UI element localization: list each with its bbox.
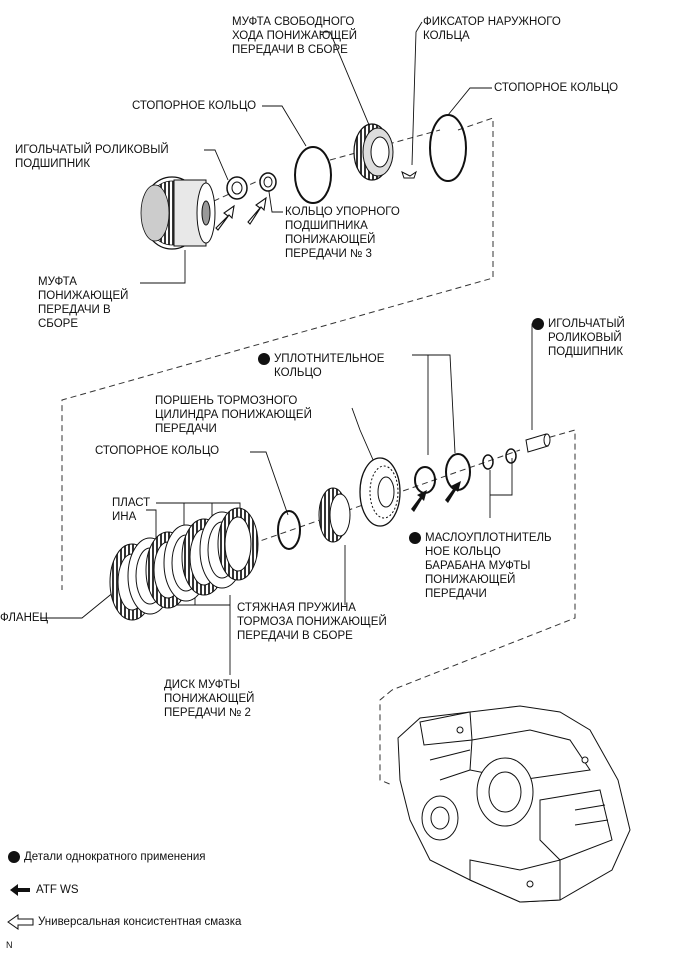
brake-return-spring (318, 487, 351, 543)
outer-race-retainer (401, 170, 417, 179)
brake-piston (359, 457, 401, 527)
label-snap-ring-middle: СТОПОРНОЕ КОЛЬЦО (95, 445, 220, 457)
label-underdrive-clutch: МУФТА ПОНИЖАЮЩЕЙ ПЕРЕДАЧИ В СБОРЕ (38, 276, 129, 330)
legend-single-use: Детали однократного применения (24, 851, 206, 863)
legend-grease-arrow-icon (7, 914, 34, 930)
label-one-way-clutch: МУФТА СВОБОДНОГО ХОДА ПОНИЖАЮЩЕЙ ПЕРЕДАЧ… (232, 16, 358, 56)
atf-arrow-icon (411, 481, 461, 512)
single-use-bullet (532, 318, 544, 330)
corner-mark: N (6, 940, 13, 950)
label-clutch-disc: ДИСК МУФТЫ ПОНИЖАЮЩЕЙ ПЕРЕДАЧИ № 2 (164, 679, 255, 719)
label-flange: ФЛАНЕЦ (0, 612, 49, 624)
legend-bullet-icon (8, 851, 20, 863)
oil-seal-ring-2 (505, 448, 517, 464)
label-thrust-bearing-race: КОЛЬЦО УПОРНОГО ПОДШИПНИКА ПОНИЖАЮЩЕЙ ПЕ… (285, 206, 400, 260)
label-oil-seal-ring: МАСЛОУПЛОТНИТЕЛЬ НОЕ КОЛЬЦО БАРАБАНА МУФ… (425, 532, 552, 600)
thrust-bearing-race (259, 172, 277, 192)
needle-bearing-top (226, 176, 248, 200)
clutch-disc-pack (109, 507, 259, 621)
label-brake-piston: ПОРШЕНЬ ТОРМОЗНОГО ЦИЛИНДРА ПОНИЖАЮЩЕЙ П… (155, 395, 312, 435)
label-return-spring: СТЯЖНАЯ ПРУЖИНА ТОРМОЗА ПОНИЖАЮЩЕЙ ПЕРЕД… (237, 602, 387, 642)
needle-bearing-right (525, 433, 551, 453)
label-snap-ring-top: СТОПОРНОЕ КОЛЬЦО (132, 100, 257, 112)
underdrive-clutch-assembly (140, 176, 216, 250)
legend-grease: Универсальная консистентная смазка (38, 916, 242, 928)
label-outer-race-retainer: ФИКСАТОР НАРУЖНОГО КОЛЬЦА (423, 16, 561, 42)
legend-atf: ATF WS (36, 884, 79, 896)
transaxle-case (397, 705, 631, 903)
oil-seal-ring-1 (482, 454, 494, 470)
single-use-bullet (258, 353, 270, 365)
grease-arrow-icon (215, 196, 267, 231)
snap-ring-top-right (429, 114, 467, 182)
snap-ring-middle (277, 510, 301, 550)
label-needle-bearing-top: ИГОЛЬЧАТЫЙ РОЛИКОВЫЙ ПОДШИПНИК (15, 144, 169, 170)
label-snap-ring-top-right: СТОПОРНОЕ КОЛЬЦО (494, 82, 619, 94)
label-needle-bearing-right: ИГОЛЬЧАТЫЙ РОЛИКОВЫЙ ПОДШИПНИК (548, 318, 625, 358)
snap-ring-top (294, 146, 332, 204)
one-way-clutch-assembly (353, 123, 394, 181)
o-ring-small (414, 466, 436, 494)
legend-atf-arrow-icon (10, 884, 30, 896)
single-use-bullet (409, 532, 421, 544)
label-o-ring: УПЛОТНИТЕЛЬНОЕ КОЛЬЦО (274, 353, 385, 379)
label-plate: ПЛАСТ ИНА (112, 497, 151, 523)
